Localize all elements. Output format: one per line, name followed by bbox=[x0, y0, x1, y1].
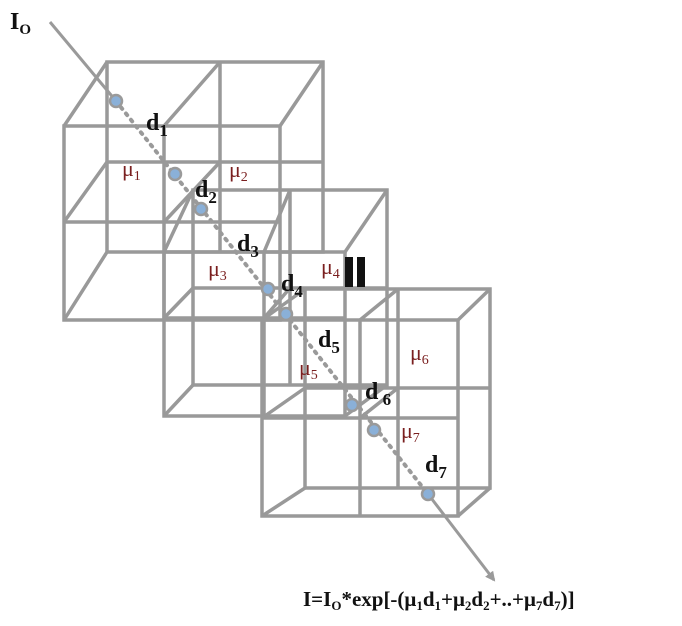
outgoing-ray-arrow bbox=[426, 493, 496, 582]
path-length-label-d1: d1 bbox=[146, 110, 168, 140]
intersection-point bbox=[344, 397, 360, 413]
attenuation-label-mu2: μ2 bbox=[229, 157, 248, 185]
path-length-label-d5: d5 bbox=[318, 327, 340, 357]
path-length-label-d3: d3 bbox=[237, 231, 259, 261]
group-a-front-mid bbox=[64, 126, 280, 320]
voxel-group-c bbox=[260, 287, 492, 518]
attenuation-label-mu5: μ5 bbox=[299, 355, 318, 383]
attenuation-formula: I=IO*exp[-(μ1d1+μ2d2+..+μ7d7)] bbox=[303, 587, 575, 613]
path-length-label-d4: d4 bbox=[281, 271, 303, 301]
intersection-point bbox=[193, 201, 209, 217]
group-c-mid-rails bbox=[260, 386, 400, 420]
group-a-depth-edges bbox=[62, 60, 325, 321]
marker-bar-left bbox=[345, 257, 353, 287]
attenuation-label-mu1: μ1 bbox=[122, 156, 141, 184]
marker-bar-right bbox=[357, 257, 365, 287]
path-length-label-d2: d2 bbox=[195, 177, 217, 207]
attenuation-label-mu7: μ7 bbox=[401, 418, 420, 446]
intersection-point bbox=[260, 281, 276, 297]
intersection-point bbox=[366, 422, 382, 438]
intersection-point bbox=[278, 306, 294, 322]
attenuation-label-mu3: μ3 bbox=[208, 256, 227, 284]
group-b-depth-edges bbox=[162, 189, 389, 418]
group-c-depth-edges bbox=[260, 287, 492, 518]
group-b-front-mid bbox=[164, 252, 345, 416]
path-length-label-d6: d 6 bbox=[365, 379, 391, 409]
attenuation-label-mu4: μ4 bbox=[321, 254, 340, 282]
path-length-label-d7: d7 bbox=[425, 452, 447, 482]
voxel-group-b bbox=[162, 188, 389, 418]
intersection-point bbox=[420, 486, 436, 502]
attenuation-label-mu6: μ6 bbox=[410, 340, 429, 368]
group-b-front-outline bbox=[162, 250, 347, 418]
source-intensity-label: IO bbox=[10, 9, 31, 38]
group-c-front-outline bbox=[260, 318, 460, 518]
intersection-point bbox=[108, 93, 124, 109]
incoming-ray bbox=[48, 21, 118, 102]
intersection-point bbox=[167, 166, 183, 182]
